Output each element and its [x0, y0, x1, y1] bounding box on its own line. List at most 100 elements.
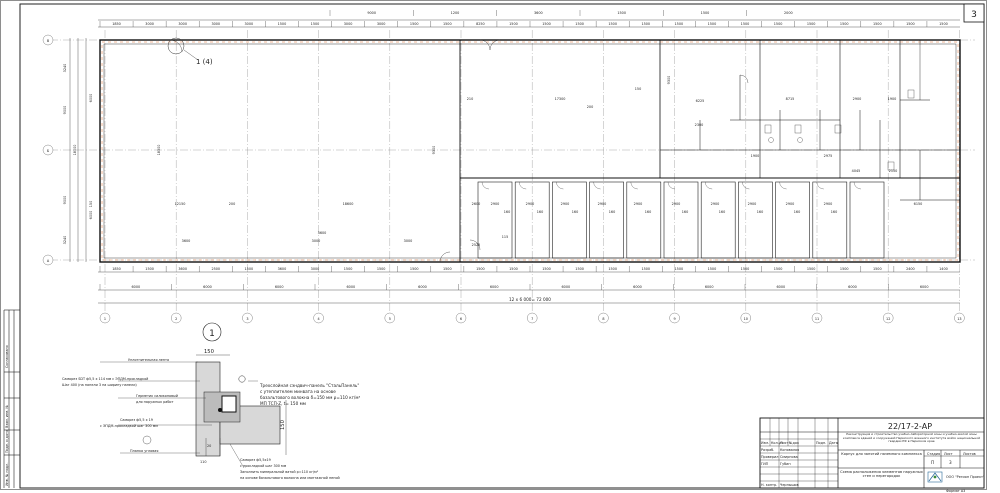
axis-bubble-row	[42, 34, 54, 46]
detail-dim-bottom-1: 20	[207, 444, 211, 448]
dim-bottom-a: 3600	[178, 267, 187, 271]
axis-bubble-col	[527, 312, 538, 324]
classroom-cell	[589, 181, 624, 259]
axis-label-col: 11	[815, 317, 819, 321]
room-dim: 3000	[404, 239, 413, 243]
classroom-cell	[477, 181, 513, 259]
dim-bottom-a: 1500	[840, 267, 849, 271]
axis-bubble-col	[883, 312, 894, 324]
classroom-cell	[700, 181, 736, 259]
classroom-cell	[514, 181, 550, 259]
sheet-number: 3	[971, 10, 977, 20]
dim-top-a: 1500	[575, 22, 584, 26]
company-logo-icon	[927, 471, 943, 483]
stamp-name-1: Смирнова	[780, 455, 798, 459]
axis-bubble-col	[99, 312, 111, 324]
dim-top-a: 1500	[939, 22, 948, 26]
side-strip: Согласовано Взам. инв. № Подп. и дата Ин…	[3, 309, 20, 488]
stamp-project: Реконструкция и строительство учебно-лаб…	[842, 433, 981, 444]
cell-door-swing	[593, 181, 601, 190]
detail-dim-top: 150	[204, 349, 214, 355]
stamp-role-2: ГИП	[761, 462, 769, 466]
axis-label-col: 3	[246, 317, 248, 321]
dim-bottom-a: 1500	[377, 267, 386, 271]
room-dim: 160	[831, 210, 837, 214]
dim-left: 9000	[63, 106, 67, 115]
detail-dim-right: 150	[280, 420, 286, 430]
side-label-1: Взам. инв. №	[5, 405, 9, 428]
room-dim: 2900	[711, 202, 720, 206]
axis-label-col: 6	[460, 317, 462, 321]
classroom-cell	[552, 181, 587, 259]
dim-bottom-a: 1500	[476, 267, 485, 271]
detail-label-right-0: Трехслойная сэндвич-панель "СтальПанель"	[259, 383, 359, 388]
detail-label-bottom-1: с прокладкой шаг 300 мм	[240, 464, 287, 468]
detail-label-left-7: Планка угловая	[130, 449, 158, 453]
dim-top-a: 8250	[476, 22, 485, 26]
room-dim: 200	[587, 105, 593, 109]
stamp-sheet: 3	[949, 460, 952, 465]
room-dim: 18600	[343, 202, 354, 206]
dim-bottom-a: 1500	[575, 267, 584, 271]
room-dim: 200	[229, 202, 235, 206]
stamp-role-3: Н. контр.	[761, 483, 777, 487]
cell-door-swing	[630, 181, 638, 190]
dim-top-a: 1500	[410, 22, 419, 26]
room-dim: 1900	[751, 154, 760, 158]
room-dim: 160	[682, 210, 688, 214]
room-dim: 2900	[748, 202, 757, 206]
dim-top-a: 3000	[211, 22, 220, 26]
dim-bottom-a: 1500	[608, 267, 617, 271]
stamp-col-4: Подп.	[816, 441, 826, 445]
detail-label-left-3: Герметик силиконовый	[136, 394, 178, 398]
dim-top-a: 1500	[708, 22, 717, 26]
room-dim: 8715	[786, 97, 795, 101]
axis-label-col: 8	[602, 317, 604, 321]
room-dim: 6150	[914, 202, 923, 206]
dim-bottom-a: 1500	[774, 267, 783, 271]
dim-bottom-a: 3600	[278, 267, 287, 271]
dim-bottom-b: 6000	[132, 285, 141, 289]
room-dim: 2525	[472, 243, 481, 247]
dim-top-a: 3000	[245, 22, 254, 26]
room-dim: 9300	[432, 146, 436, 155]
cell-door-swing	[853, 181, 862, 190]
stamp-col-0: Изм.	[761, 441, 769, 445]
stamp-col-3: №док	[789, 441, 799, 445]
dim-top-b: 1200	[451, 11, 460, 15]
classroom-cell	[626, 181, 662, 259]
dim-top-a: 1500	[509, 22, 518, 26]
dim-bottom-a: 1500	[410, 267, 419, 271]
axis-bubble-col	[740, 312, 751, 324]
detail-label-left-6: с ЭПДМ-прокладкой шаг 300 мм	[100, 424, 158, 428]
dim-bottom-a: 1500	[145, 267, 154, 271]
cell-door-swing	[705, 181, 713, 190]
dim-bottom-a: 1500	[641, 267, 650, 271]
axis-label-col: 12	[886, 317, 890, 321]
stamp-col-2: Лист	[780, 441, 789, 445]
dim-bottom-a: 1500	[708, 267, 717, 271]
room-dim: 9300	[667, 76, 671, 85]
room-dim: 2900	[672, 202, 681, 206]
room-dim: 150	[635, 87, 641, 91]
dim-left: 3240	[63, 236, 67, 245]
dim-bottom-a: 1500	[873, 267, 882, 271]
room-dim: 2900	[561, 202, 570, 206]
dim-bottom-a: 1500	[245, 267, 254, 271]
dim-top-a: 1500	[873, 22, 882, 26]
dim-left: 6000	[89, 211, 93, 220]
detail-label-left-0: Уплотнительная лента	[128, 358, 169, 362]
room-dim: 3600	[182, 239, 191, 243]
dim-bottom-b: 6000	[848, 285, 857, 289]
stamp-drawing: Схема расположения элементов наружных ст…	[840, 470, 923, 479]
axis-label-col: 5	[389, 317, 391, 321]
cell-door-swing	[556, 181, 564, 190]
room-dim: 2150	[889, 169, 898, 173]
dim-bottom-b: 6000	[920, 285, 929, 289]
dim-top-b: 3600	[534, 11, 543, 15]
door-swings	[169, 39, 749, 263]
axis-bubble-col	[384, 312, 395, 324]
drawing-frame	[19, 3, 985, 489]
axis-bubble-row	[42, 144, 54, 156]
